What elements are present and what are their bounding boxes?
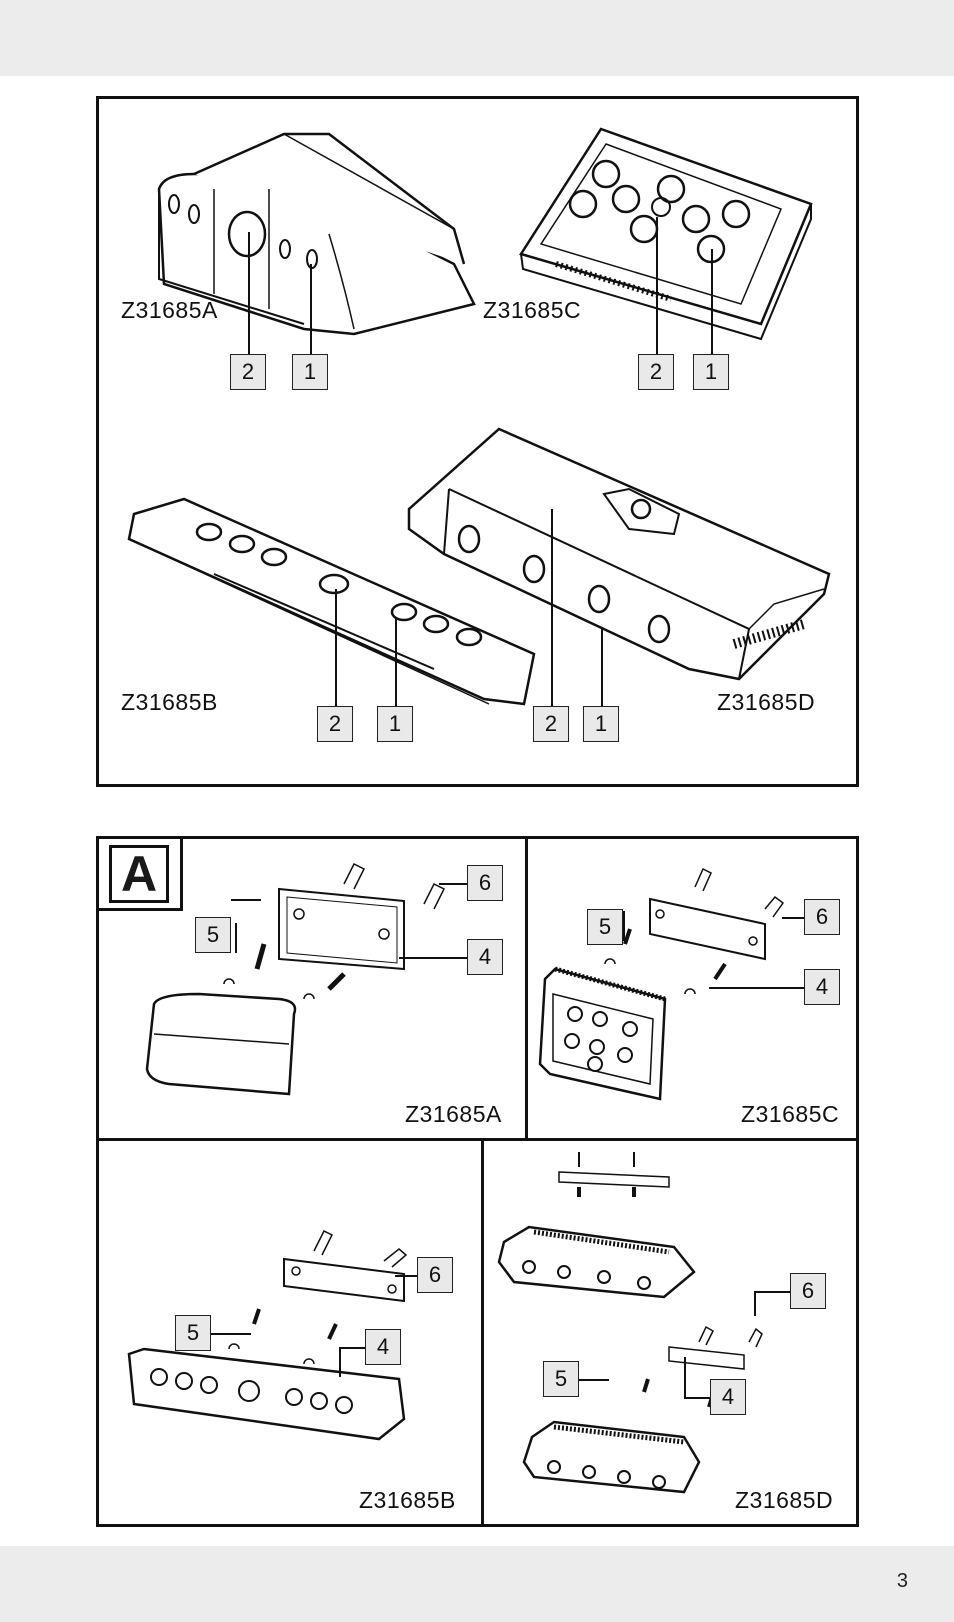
footer-band: [0, 1546, 954, 1622]
callout-4-a: 4: [467, 939, 503, 975]
mounting-z31685c-illustration: [538, 867, 785, 1101]
callout-2-a: 2: [230, 354, 266, 390]
callout-1-a: 1: [292, 354, 328, 390]
model-label-b: Z31685B: [121, 689, 218, 715]
model-label-c: Z31685C: [483, 297, 582, 323]
callout-2-c: 2: [638, 354, 674, 390]
model-label-d: Z31685D: [717, 689, 816, 715]
callout-6-b: 6: [417, 1257, 453, 1293]
mounting-z31685b-illustration: [127, 1229, 408, 1441]
callout-5-a: 5: [195, 917, 231, 953]
overview-frame: Z31685A 2 1 Z31685C 2 1 Z31685B 2: [96, 96, 859, 787]
callout-6-c: 6: [804, 899, 840, 935]
callout-2-d: 2: [533, 706, 569, 742]
installation-frame: A 5 6 4 Z31685A: [96, 836, 859, 1527]
callout-1-d: 1: [583, 706, 619, 742]
header-band: [0, 0, 954, 76]
callout-4-d: 4: [710, 1379, 746, 1415]
callout-4-c: 4: [804, 969, 840, 1005]
mounting-model-d: Z31685D: [735, 1487, 834, 1513]
model-label-a: Z31685A: [121, 297, 218, 323]
mounting-model-b: Z31685B: [359, 1487, 456, 1513]
mounting-z31685d-illustration: [497, 1152, 763, 1494]
device-z31685d-illustration: [407, 427, 831, 681]
callout-4-b: 4: [365, 1329, 401, 1365]
callout-2-b: 2: [317, 706, 353, 742]
callout-1-b: 1: [377, 706, 413, 742]
callout-6-d: 6: [790, 1273, 826, 1309]
callout-5-c: 5: [587, 909, 623, 945]
callout-6-a: 6: [467, 865, 503, 901]
mounting-model-a: Z31685A: [405, 1101, 502, 1127]
section-marker: A: [99, 839, 183, 911]
callout-5-b: 5: [175, 1315, 211, 1351]
callout-1-c: 1: [693, 354, 729, 390]
device-z31685c-illustration: [519, 127, 813, 341]
mounting-z31685a-illustration: [145, 862, 446, 1096]
callout-5-d: 5: [543, 1361, 579, 1397]
section-letter: A: [109, 845, 169, 903]
mounting-model-c: Z31685C: [741, 1101, 840, 1127]
page-number: 3: [896, 1570, 908, 1592]
device-z31685a-illustration: [157, 132, 476, 336]
device-z31685b-illustration: [127, 497, 536, 706]
